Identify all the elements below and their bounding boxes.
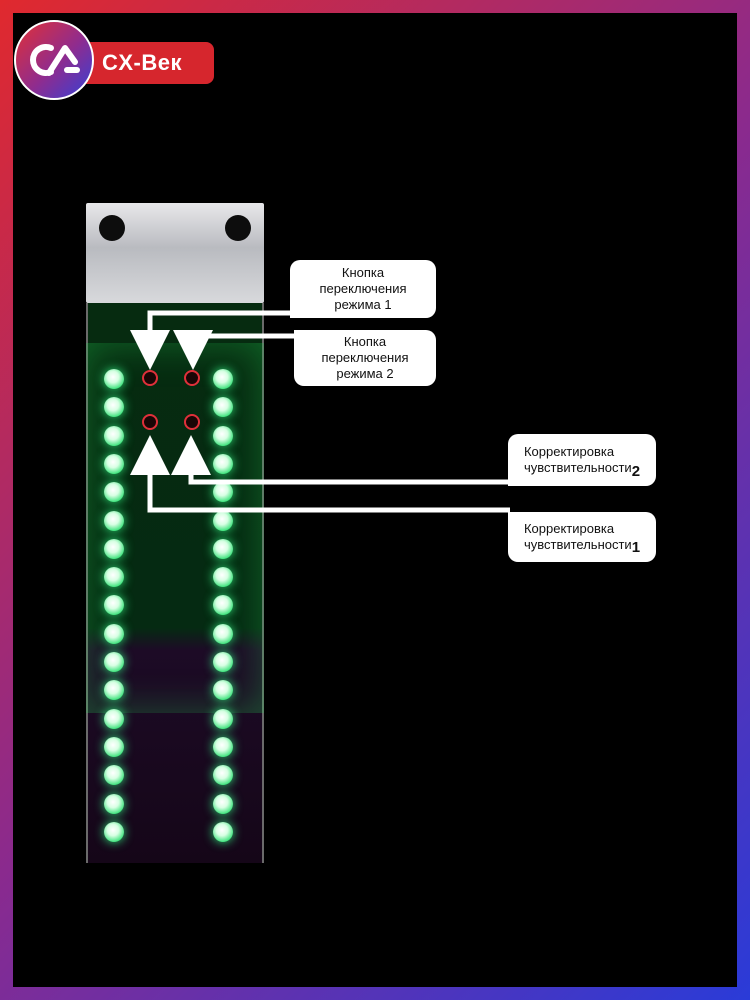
left-led-8 [104, 567, 124, 588]
right-led-2 [213, 397, 233, 418]
callout-sensitivity-1: Корректировка чувствительности 1 [508, 512, 656, 562]
right-led-16 [213, 793, 233, 814]
leader-sensitivity-2 [171, 435, 510, 485]
left-led-4 [104, 453, 124, 474]
left-led-6 [104, 510, 124, 531]
leader-sensitivity-1 [130, 435, 510, 513]
leader-mode-1 [130, 310, 292, 370]
left-led-11 [104, 652, 124, 672]
mounting-bracket [86, 203, 264, 303]
left-led-2 [104, 397, 124, 418]
callout-mode-2-text: Кнопка переключения режима 2 [321, 334, 409, 381]
callout-sensitivity-2-label: Корректировка чувствительности [523, 444, 632, 475]
left-led-10 [104, 623, 124, 644]
left-led-5 [104, 482, 124, 503]
right-led-15 [213, 765, 233, 786]
mounting-hole-left [99, 215, 125, 241]
left-led-15 [104, 765, 124, 786]
vu-meter-device [86, 203, 264, 863]
sensitivity-2-knob[interactable] [184, 414, 200, 430]
left-led-14 [104, 736, 124, 757]
left-led-17 [104, 821, 124, 842]
left-led-13 [104, 708, 124, 729]
callout-sensitivity-1-number: 1 [631, 539, 641, 556]
right-led-8 [213, 567, 233, 588]
right-led-5 [213, 482, 233, 503]
callout-mode-1: Кнопка переключения режима 1 [290, 260, 436, 318]
left-led-3 [104, 425, 124, 446]
right-led-11 [213, 652, 233, 672]
right-led-6 [213, 510, 233, 531]
left-led-12 [104, 680, 124, 701]
right-led-14 [213, 736, 233, 757]
left-led-1 [104, 369, 124, 389]
left-led-9 [104, 595, 124, 616]
sensitivity-1-knob[interactable] [142, 414, 158, 430]
right-led-4 [213, 453, 233, 474]
mode-2-button[interactable] [184, 370, 200, 386]
right-led-10 [213, 623, 233, 644]
leader-mode-2 [173, 330, 296, 370]
brand-logo [14, 20, 94, 100]
callout-mode-2: Кнопка переключения режима 2 [294, 330, 436, 386]
left-led-16 [104, 793, 124, 814]
right-led-3 [213, 425, 233, 446]
cx-logo-icon [30, 44, 80, 76]
right-led-17 [213, 821, 233, 842]
callout-sensitivity-1-label: Корректировка чувствительности [523, 521, 632, 552]
left-led-7 [104, 538, 124, 559]
mode-1-button[interactable] [142, 370, 158, 386]
right-led-13 [213, 708, 233, 729]
brand-name: CX-Век [102, 50, 183, 75]
right-led-7 [213, 538, 233, 559]
callout-sensitivity-2-number: 2 [631, 463, 641, 480]
right-led-1 [213, 369, 233, 389]
callout-mode-1-text: Кнопка переключения режима 1 [319, 265, 407, 312]
mounting-hole-right [225, 215, 251, 241]
right-led-9 [213, 595, 233, 616]
right-led-12 [213, 680, 233, 701]
callout-sensitivity-2: Корректировка чувствительности 2 [508, 434, 656, 486]
